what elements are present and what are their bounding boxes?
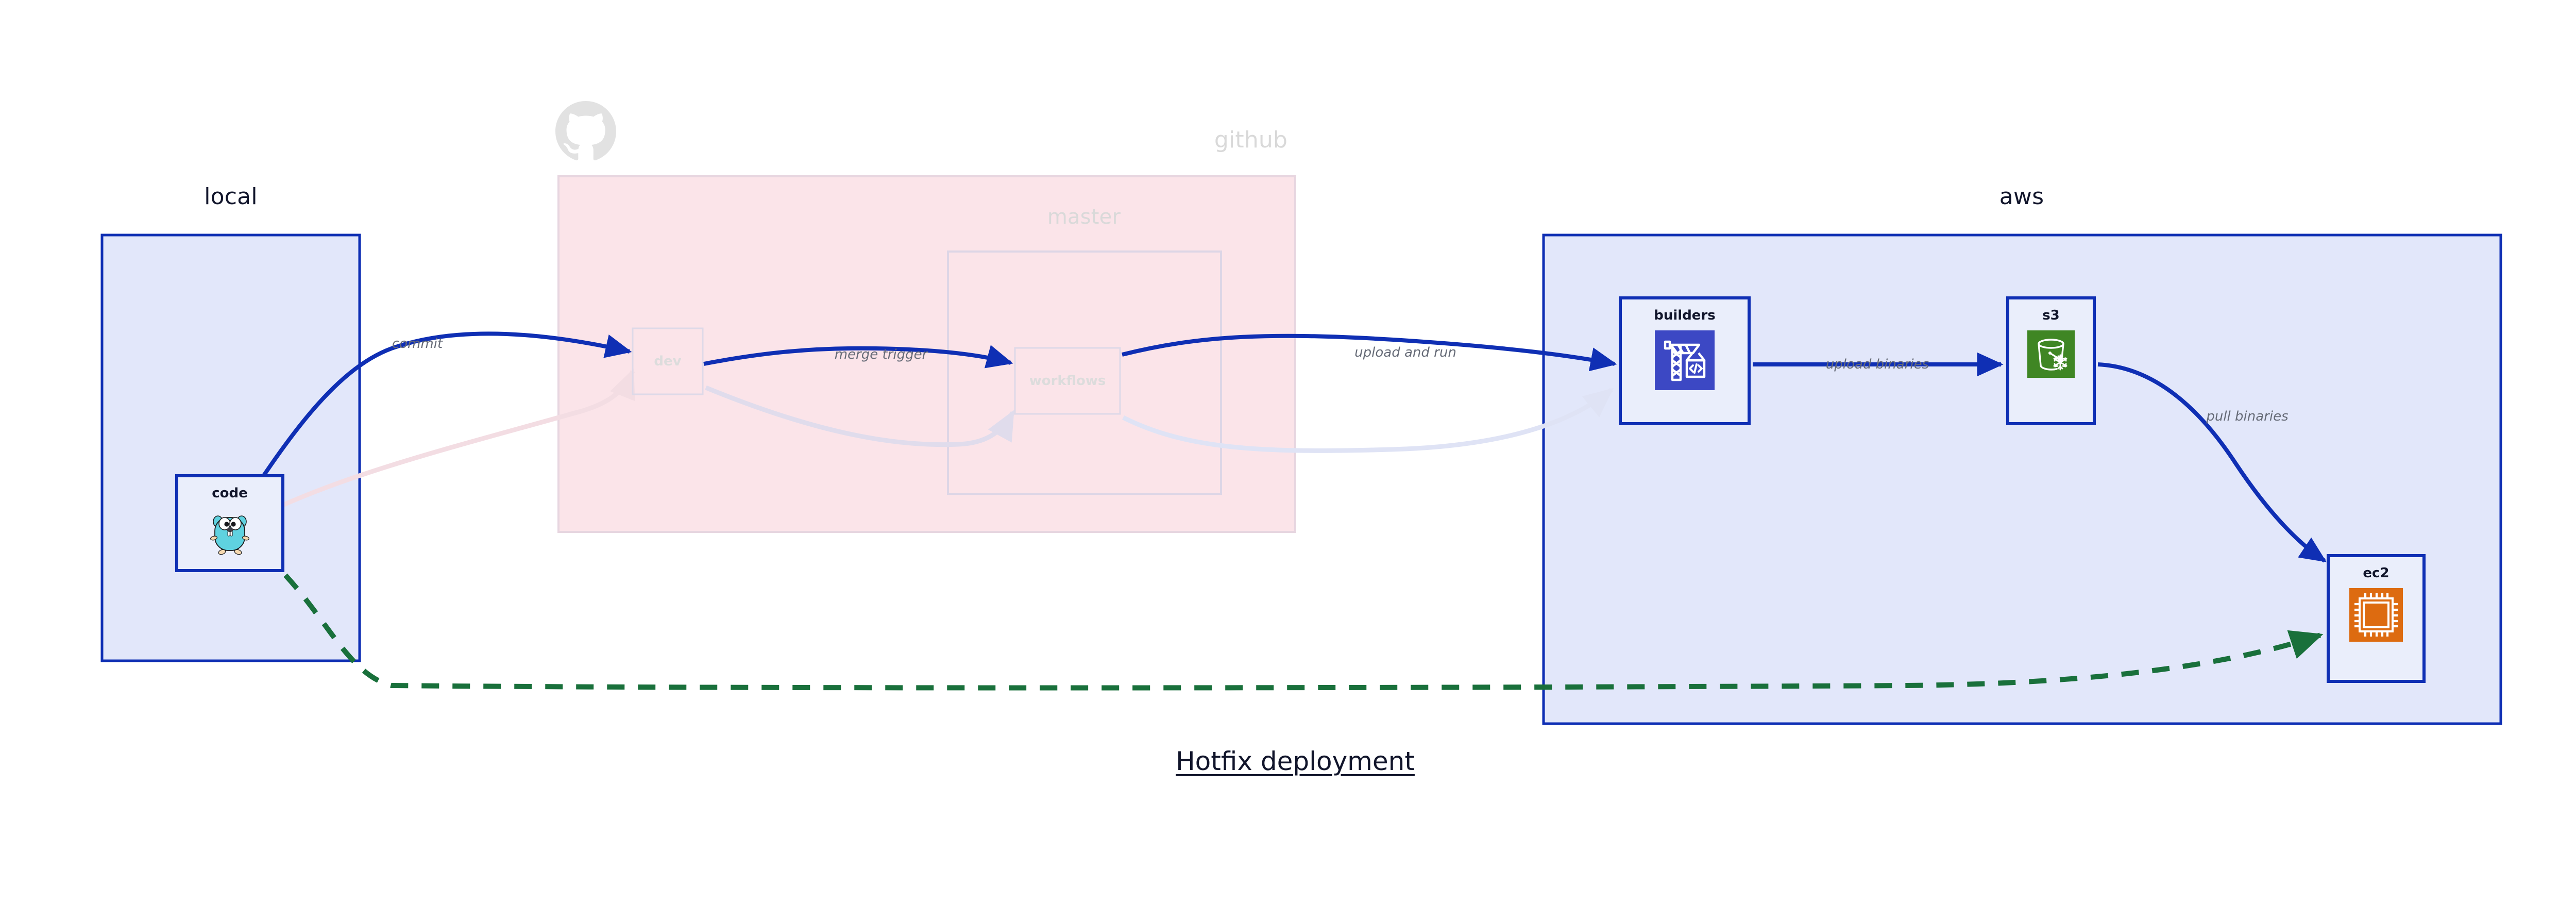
edge-label-pull-binaries: pull binaries xyxy=(2206,409,2289,424)
node-code-label: code xyxy=(212,486,248,501)
node-s3-label: s3 xyxy=(2042,308,2060,323)
cluster-local xyxy=(100,233,361,662)
bg-edge-code-dev xyxy=(230,369,635,533)
edge-label-merge-trigger: merge trigger xyxy=(834,347,928,362)
node-ec2[interactable]: ec2 xyxy=(2327,554,2426,683)
node-dev-label: dev xyxy=(654,354,682,369)
node-s3[interactable]: s3 xyxy=(2006,296,2096,425)
go-gopher-icon xyxy=(210,508,250,560)
cluster-label-master: master xyxy=(1047,205,1121,229)
cluster-label-aws: aws xyxy=(1999,183,2044,210)
cluster-master xyxy=(947,250,1222,495)
node-code[interactable]: code xyxy=(175,474,284,572)
edge-label-commit: commit xyxy=(392,336,443,352)
edge-pull-binaries xyxy=(2097,362,2327,563)
node-workflows-label: workflows xyxy=(1029,373,1106,389)
edge-label-upload-binaries: upload binaries xyxy=(1825,357,1929,372)
edge-commit xyxy=(231,331,632,523)
node-builders[interactable]: builders xyxy=(1619,296,1751,425)
node-dev[interactable]: dev xyxy=(633,328,703,394)
github-octocat-logo xyxy=(555,101,616,164)
edge-label-upload-and-run: upload and run xyxy=(1354,345,1456,360)
cluster-label-local: local xyxy=(204,183,258,210)
bg-edge-dev-workflows xyxy=(705,385,1015,447)
cluster-label-github: github xyxy=(1214,127,1288,153)
node-workflows[interactable]: workflows xyxy=(1015,348,1120,414)
aws-codebuild-icon xyxy=(1655,330,1715,392)
edge-upload-and-run xyxy=(1122,333,1617,372)
edge-hotfix-direct xyxy=(283,573,2324,691)
bg-edge-workflows-builders xyxy=(1122,388,1614,453)
diagram-title: Hotfix deployment xyxy=(1176,746,1415,776)
node-ec2-label: ec2 xyxy=(2363,565,2389,581)
node-workflows-box[interactable] xyxy=(1014,347,1121,415)
aws-ec2-cpu-icon xyxy=(2349,588,2403,644)
edge-merge-trigger xyxy=(703,345,1013,369)
aws-s3-glacier-icon xyxy=(2027,330,2075,380)
node-dev-box[interactable] xyxy=(632,327,704,395)
cluster-github xyxy=(557,175,1296,533)
node-builders-label: builders xyxy=(1654,308,1716,323)
